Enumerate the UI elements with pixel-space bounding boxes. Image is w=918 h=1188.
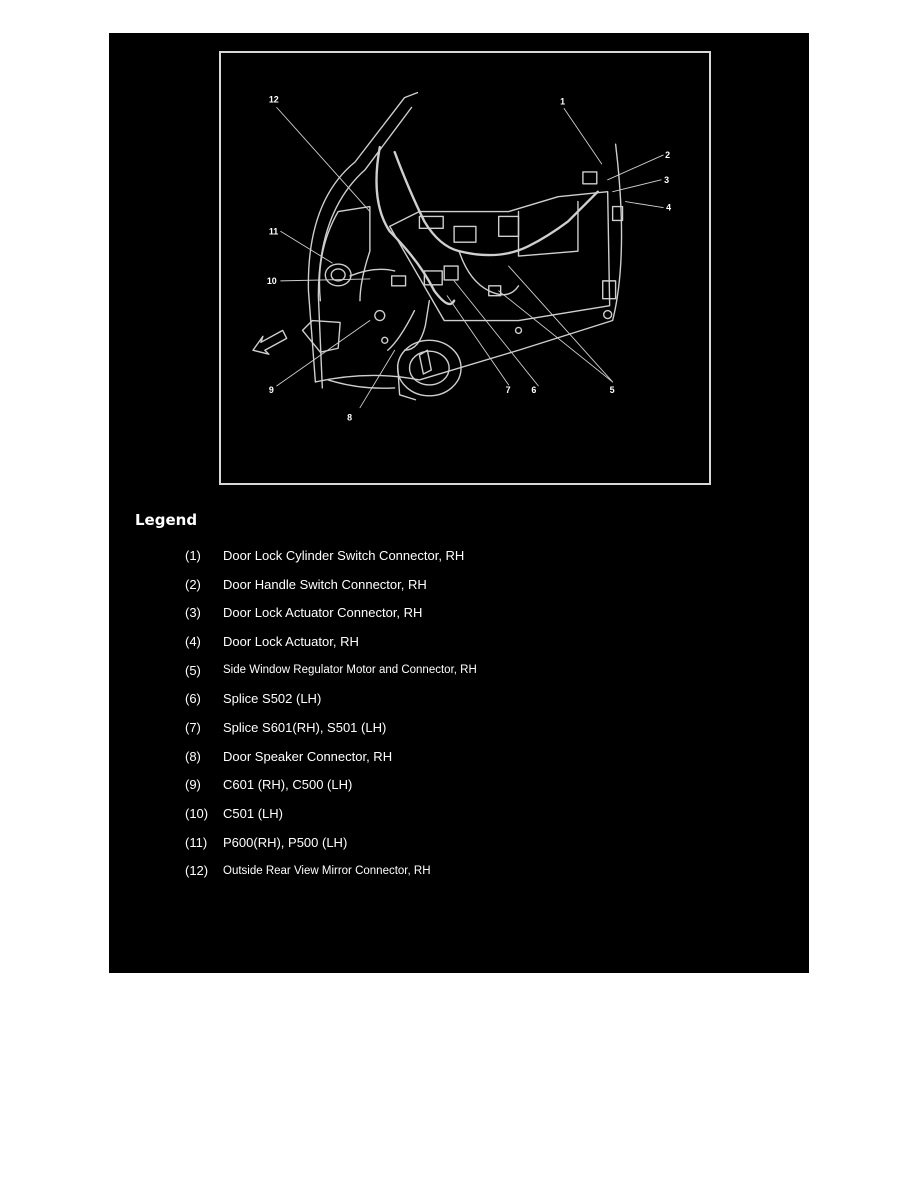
callout-6: 6 [531,385,536,395]
legend-list: (1) Door Lock Cylinder Switch Connector, … [185,541,477,885]
legend-text: Door Lock Cylinder Switch Connector, RH [223,547,465,563]
legend-item: (1) Door Lock Cylinder Switch Connector, … [185,541,477,570]
legend-number: (10) [185,806,209,822]
legend-text: Door Lock Actuator Connector, RH [223,605,423,621]
legend-number: (2) [185,576,201,592]
callout-3: 3 [664,175,669,185]
legend-number: (3) [185,605,201,621]
legend-number: (12) [185,863,209,879]
legend-text: Door Lock Actuator, RH [223,633,359,649]
legend-text: Door Speaker Connector, RH [223,748,393,764]
legend-number: (7) [185,719,201,735]
door-wiring-illustration: 12 1 2 3 4 11 10 9 8 7 6 5 [252,91,671,423]
legend-text: Outside Rear View Mirror Connector, RH [223,864,431,877]
door-outer-edge [307,91,419,383]
legend-item: (6) Splice S502 (LH) [185,684,477,713]
legend-text: Side Window Regulator Motor and Connecto… [223,664,477,677]
legend-number: (9) [185,777,201,793]
legend-number: (6) [185,691,201,707]
legend-number: (8) [185,748,201,764]
legend-text: C501 (LH) [223,806,283,822]
door-wiring-figure: 12 1 2 3 4 11 10 9 8 7 6 5 [219,51,711,485]
legend-number: (1) [185,547,201,563]
legend-number: (11) [185,834,208,850]
legend-item: (5) Side Window Regulator Motor and Conne… [185,656,477,685]
speaker-shape [396,339,462,397]
legend-text: P600(RH), P500 (LH) [223,834,348,850]
legend-text: Splice S502 (LH) [223,691,322,707]
legend-number: (4) [185,633,201,649]
callout-10: 10 [267,276,277,286]
direction-arrow [252,329,288,355]
callout-9: 9 [269,385,274,395]
legend-item: (10) C501 (LH) [185,799,477,828]
legend-item: (12) Outside Rear View Mirror Connector, … [185,857,477,886]
legend-title: Legend [135,511,198,529]
callout-5: 5 [610,385,615,395]
callout-8: 8 [347,413,352,423]
door-inner-edge [317,106,413,389]
legend-text: Door Handle Switch Connector, RH [223,576,427,592]
legend-item: (3) Door Lock Actuator Connector, RH [185,598,477,627]
legend-item: (11) P600(RH), P500 (LH) [185,828,477,857]
legend-item: (2) Door Handle Switch Connector, RH [185,570,477,599]
legend-item: (8) Door Speaker Connector, RH [185,742,477,771]
callout-4: 4 [666,203,671,213]
callout-7: 7 [506,385,511,395]
callout-1: 1 [560,97,565,107]
legend-item: (4) Door Lock Actuator, RH [185,627,477,656]
callout-11: 11 [269,226,278,236]
document-panel: 12 1 2 3 4 11 10 9 8 7 6 5 Legend (1) Doo… [109,33,809,973]
legend-item: (9) C601 (RH), C500 (LH) [185,771,477,800]
callout-2: 2 [665,150,670,160]
legend-text: C601 (RH), C500 (LH) [223,777,353,793]
legend-text: Splice S601(RH), S501 (LH) [223,719,387,735]
legend-number: (5) [185,662,201,678]
legend-item: (7) Splice S601(RH), S501 (LH) [185,713,477,742]
wire-harness-main [375,145,456,306]
callout-12: 12 [269,95,279,105]
